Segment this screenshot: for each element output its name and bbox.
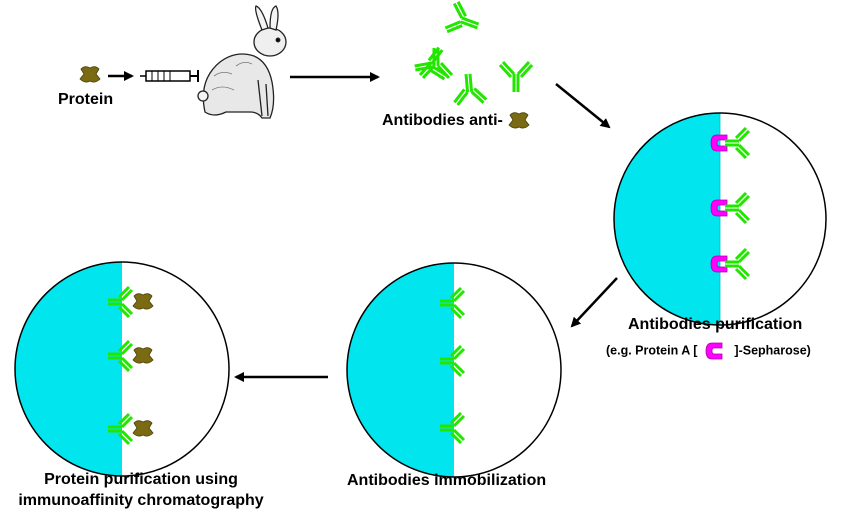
protein-a-prefix-text: (e.g. Protein A [ <box>606 343 698 358</box>
chromatography-bead <box>14 261 230 477</box>
arrow-purification-to-immobilization <box>570 277 618 328</box>
antibody-icon <box>498 60 534 94</box>
protein-antigen-icon <box>508 112 530 129</box>
arrow-antibodies-to-purification <box>555 83 611 129</box>
antibodies-immobilization-label: Antibodies immobilization <box>347 472 547 489</box>
protein-antigen-icon <box>79 66 101 83</box>
chromatography-label: Protein purification using immunoaffinit… <box>0 469 282 511</box>
antibodies-anti-label: Antibodies anti- <box>382 112 531 130</box>
chromatography-label-line1: Protein purification using <box>44 471 238 488</box>
antibodies-anti-text: Antibodies anti- <box>382 112 503 130</box>
antibody-icon <box>450 71 489 107</box>
immobilization-bead <box>346 262 562 478</box>
rabbit-icon <box>197 5 287 119</box>
antibodies-cluster <box>410 0 534 107</box>
chromatography-label-line2: immunoaffinity chromatography <box>18 492 264 509</box>
antibody-icon <box>442 0 485 43</box>
antibodies-purification-label: Antibodies purification <box>628 316 803 333</box>
syringe-icon <box>140 70 199 82</box>
protein-label: Protein <box>58 91 114 108</box>
protein-a-suffix-text: ]-Sepharose) <box>734 343 811 358</box>
protein-a-icon <box>705 342 723 360</box>
protein-a-sepharose-label: (e.g. Protein A [ ]-Sepharose) <box>606 342 811 360</box>
purification-bead <box>613 112 827 326</box>
